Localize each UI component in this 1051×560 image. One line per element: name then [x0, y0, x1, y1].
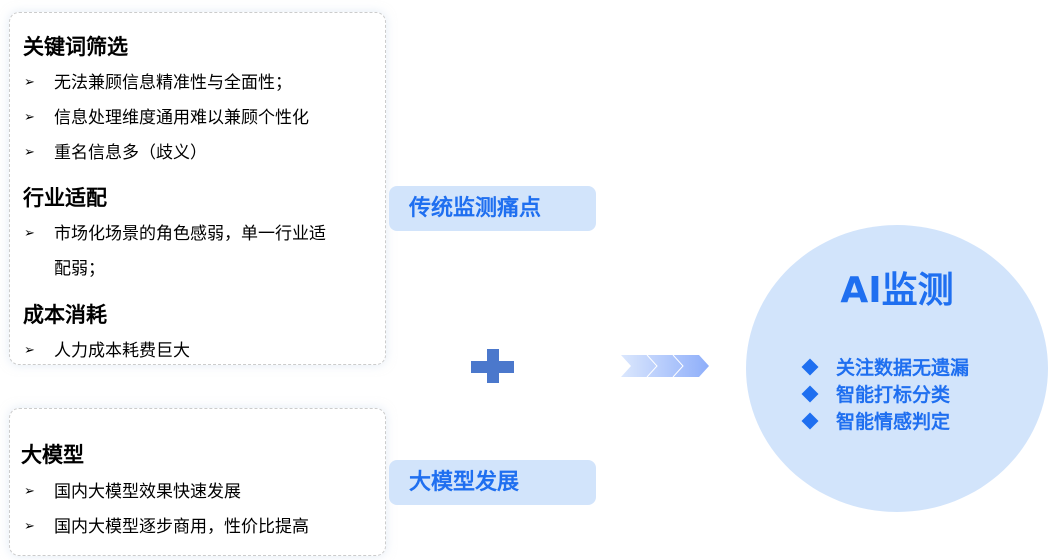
arrow-bullet-icon: ➢ — [24, 110, 35, 125]
diamond-bullet-icon — [801, 412, 819, 429]
list-item: ➢国内大模型逐步商用，性价比提高 — [24, 510, 309, 544]
arrow-bullet-icon: ➢ — [24, 75, 35, 90]
section-title: 行业适配 — [23, 186, 107, 210]
pain-points-tag: 传统监测痛点 — [389, 186, 596, 231]
list-item: ➢信息处理维度通用难以兼顾个性化 — [24, 101, 309, 135]
arrow-bullet-icon: ➢ — [24, 226, 35, 241]
section-title: 成本消耗 — [23, 303, 107, 327]
list-item: ➢无法兼顾信息精准性与全面性； — [24, 66, 292, 100]
diamond-bullet-icon — [801, 358, 819, 375]
llm-panel: 大模型 ➢国内大模型效果快速发展 ➢国内大模型逐步商用，性价比提高 — [9, 408, 386, 556]
list-item: ➢重名信息多（歧义） — [24, 136, 207, 170]
pain-points-panel: 关键词筛选 ➢无法兼顾信息精准性与全面性； ➢信息处理维度通用难以兼顾个性化 ➢… — [9, 12, 386, 365]
llm-tag: 大模型发展 — [389, 460, 596, 505]
ai-monitoring-circle: AI监测 关注数据无遗漏 智能打标分类 智能情感判定 — [746, 225, 1048, 512]
ai-title: AI监测 — [840, 270, 954, 311]
arrow-bullet-icon: ➢ — [24, 519, 35, 534]
list-item: ➢人力成本耗费巨大 — [24, 334, 190, 368]
feature-item: 关注数据无遗漏 — [801, 353, 969, 380]
section-title: 关键词筛选 — [23, 35, 128, 59]
list-item: ➢国内大模型效果快速发展 — [24, 475, 241, 509]
diamond-bullet-icon — [801, 385, 819, 402]
arrow-bullet-icon: ➢ — [24, 145, 35, 160]
list-item: ➢市场化场景的角色感弱，单一行业适 — [24, 217, 326, 251]
feature-item: 智能打标分类 — [801, 380, 950, 407]
list-item-continued: 配弱； — [54, 259, 105, 279]
feature-item: 智能情感判定 — [801, 407, 950, 434]
plus-icon-vertical — [487, 349, 499, 383]
arrow-bullet-icon: ➢ — [24, 484, 35, 499]
chevron-arrow-icon — [621, 355, 709, 377]
section-title: 大模型 — [21, 443, 84, 467]
arrow-bullet-icon: ➢ — [24, 343, 35, 358]
